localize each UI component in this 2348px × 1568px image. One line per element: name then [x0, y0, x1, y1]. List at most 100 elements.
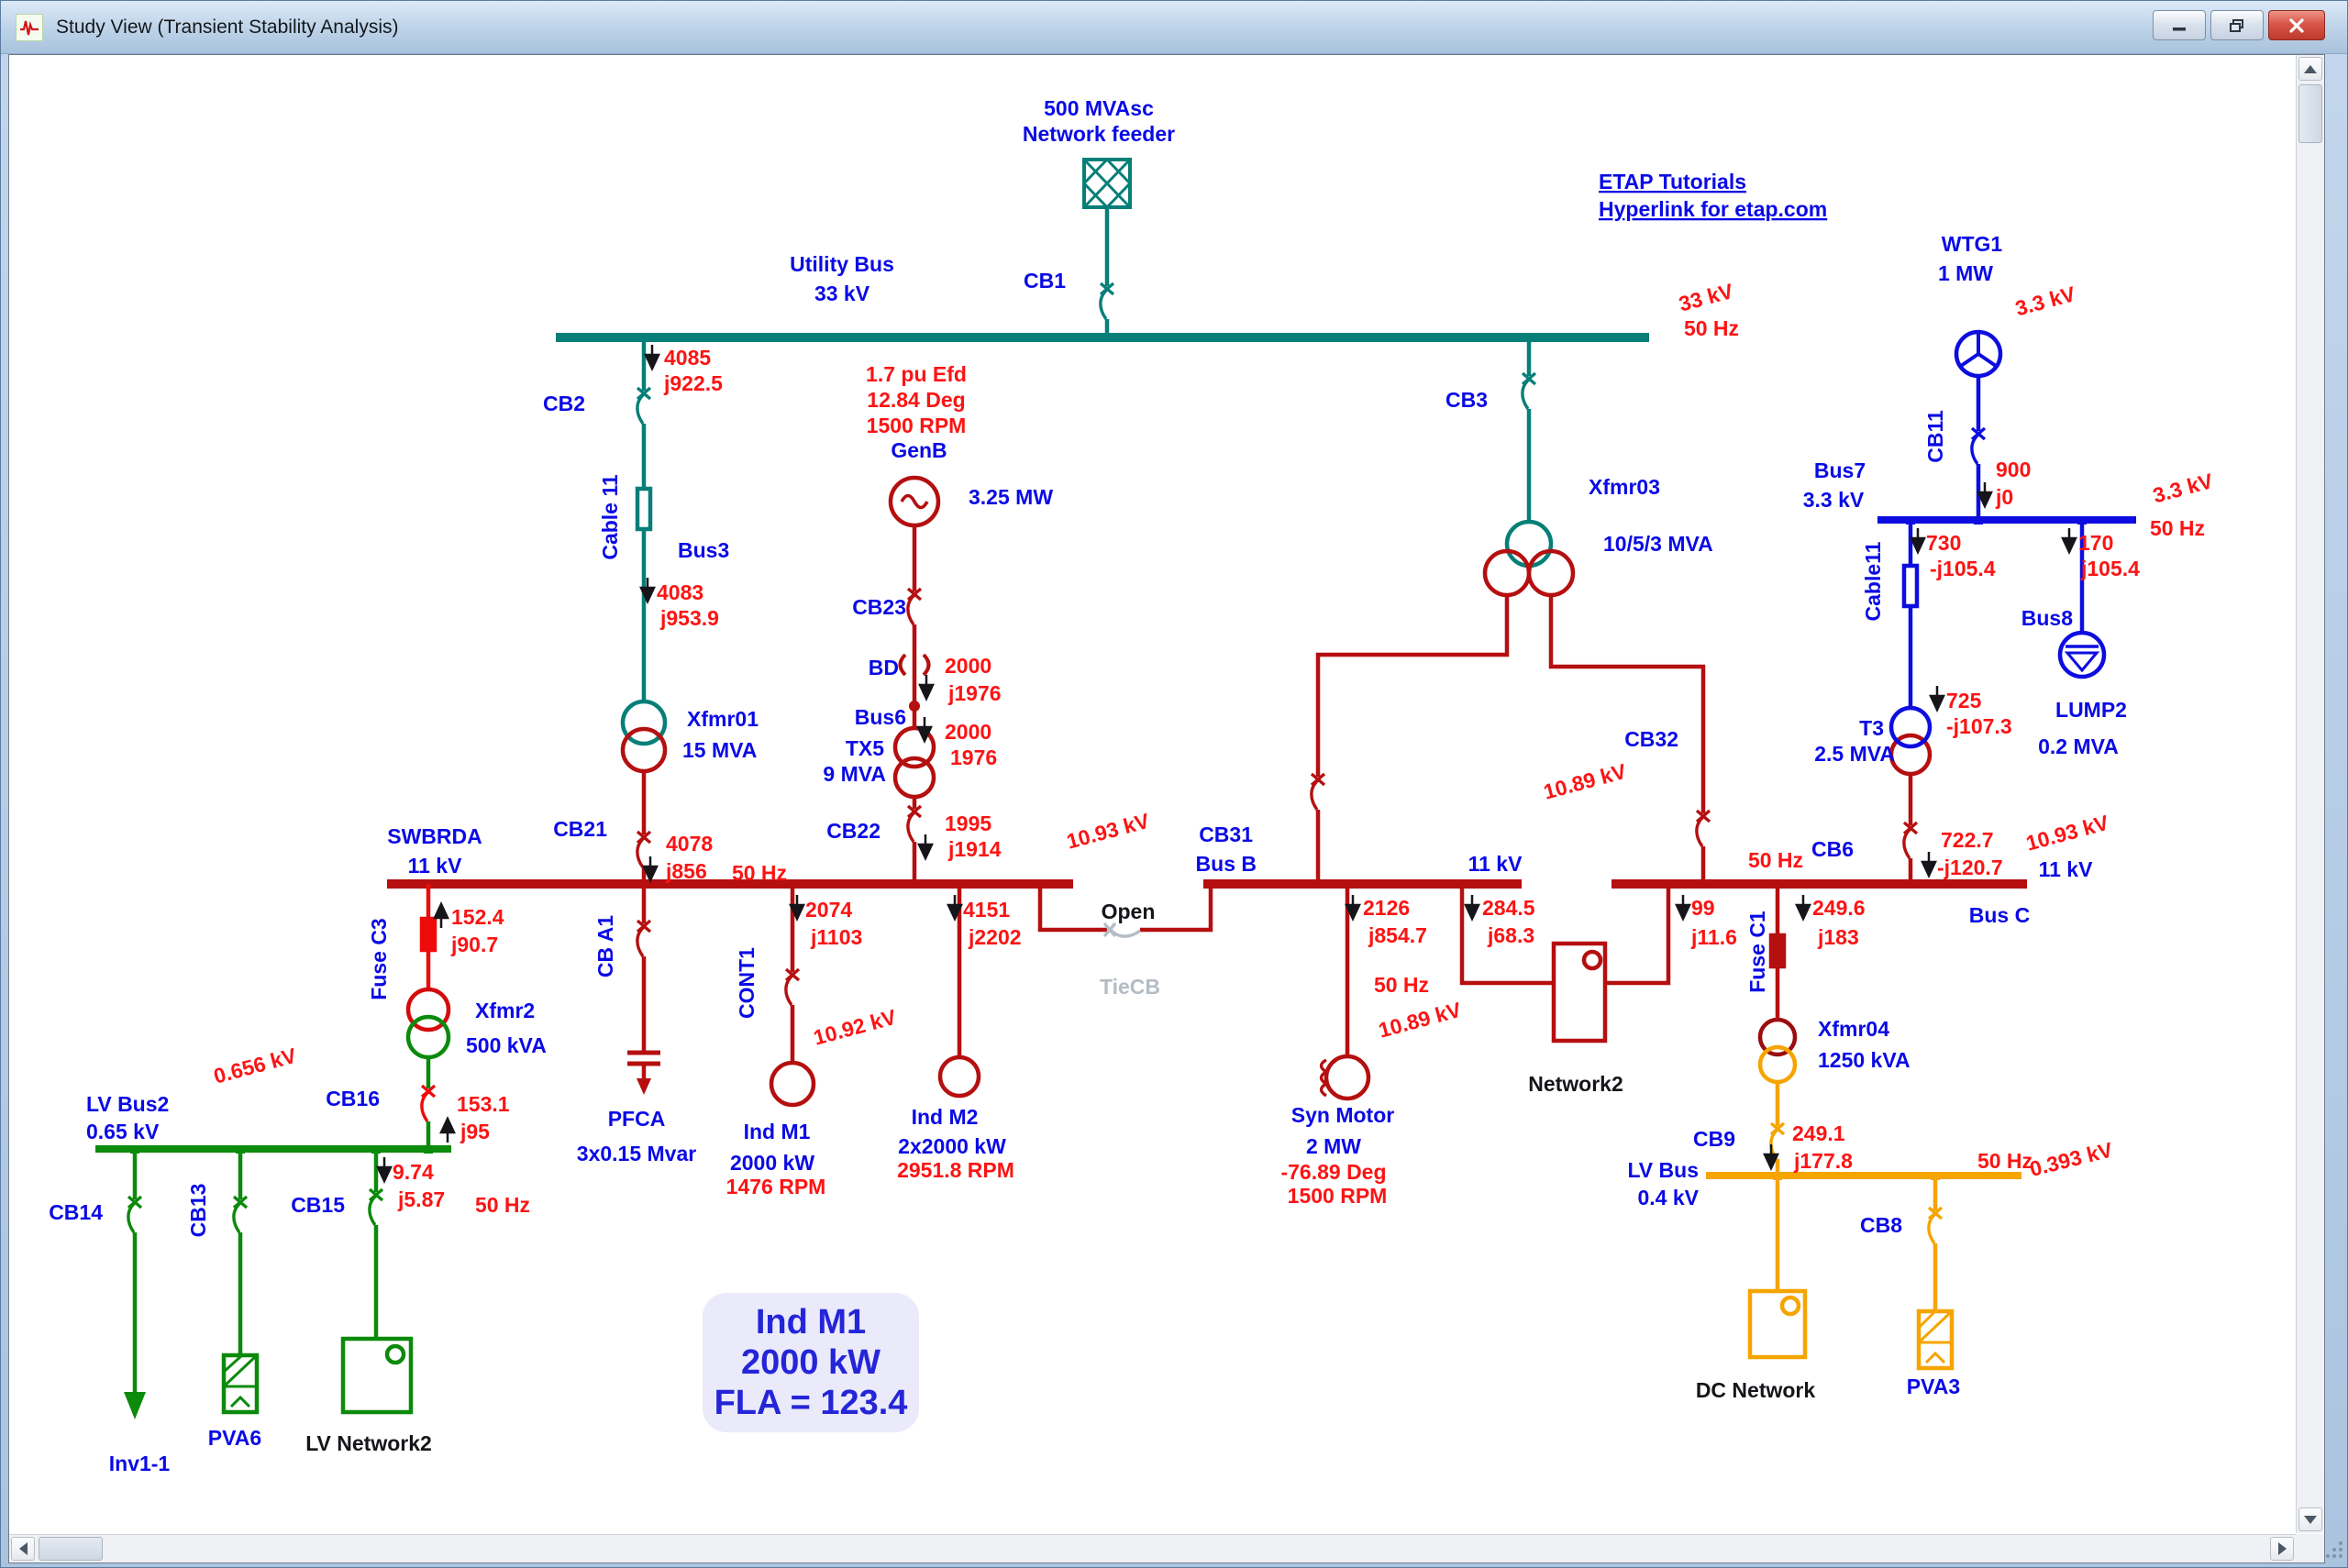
dc-network-branch[interactable] [1747, 1176, 1808, 1360]
network2-symbol[interactable] [1551, 941, 1608, 1043]
tx5-secondary-winding[interactable] [892, 756, 936, 800]
xfmr03-tertiary-winding[interactable] [1526, 548, 1576, 598]
indm2-branch[interactable] [937, 884, 981, 1099]
network2-branch[interactable] [1459, 884, 1671, 1043]
label-bus6-q: 1976 [950, 745, 997, 769]
cb6-breaker[interactable] [1904, 823, 1917, 858]
label-fusec3-p: 152.4 [451, 905, 504, 929]
cb23-breaker[interactable] [908, 589, 921, 624]
indm1-branch[interactable] [769, 884, 816, 1108]
indm1-info-box[interactable] [703, 1293, 919, 1432]
lv-network2-symbol[interactable] [340, 1336, 414, 1415]
tiecb-breaker-open[interactable] [1102, 922, 1142, 938]
xfmr2-secondary-winding[interactable] [405, 1014, 451, 1060]
label-tx5: TX5 [846, 736, 884, 760]
cb14-breaker[interactable] [128, 1197, 141, 1232]
label-cb3: CB3 [1445, 388, 1488, 412]
cb1-breaker[interactable] [1101, 283, 1113, 319]
label-link-etap-tutorials[interactable]: ETAP Tutorials [1599, 170, 1746, 193]
minimize-button[interactable] [2153, 10, 2206, 40]
label-cb1: CB1 [1024, 269, 1066, 293]
tie-branch[interactable] [1037, 884, 1213, 933]
syn-motor-branch[interactable] [1319, 884, 1371, 1101]
xfmr01-primary-winding[interactable] [620, 699, 668, 746]
cb2-breaker[interactable] [637, 388, 650, 424]
cb13-breaker[interactable] [234, 1197, 247, 1232]
vertical-scroll-thumb[interactable] [2298, 84, 2322, 143]
label-syn-motor: Syn Motor [1291, 1103, 1394, 1127]
genb-branch[interactable] [888, 475, 941, 884]
fusec1-symbol[interactable] [1768, 933, 1787, 969]
xfmr03-primary-winding[interactable] [1504, 519, 1554, 569]
motor-indm1-symbol[interactable] [769, 1060, 816, 1108]
lv-network2-branch[interactable] [340, 1149, 414, 1415]
lump2-load-symbol[interactable] [2057, 630, 2107, 679]
pv-array-pva6-symbol[interactable] [221, 1353, 260, 1415]
flow-arrow-down [639, 578, 656, 604]
label-t3-q: -j107.3 [1946, 714, 2012, 738]
pva6-branch[interactable] [221, 1149, 260, 1415]
fusec3-symbol[interactable] [419, 916, 437, 953]
cb31-line[interactable] [1315, 595, 1510, 884]
label-xfmr03-kv: 10.89 kV [1541, 759, 1629, 804]
title-bar[interactable]: Study View (Transient Stability Analysis… [1, 1, 2347, 54]
bus6-node[interactable] [909, 701, 920, 712]
pv-array-pva3-symbol[interactable] [1916, 1309, 1955, 1371]
label-busc-kv2: 10.93 kV [2023, 811, 2111, 856]
bd-bus-duct-symbol[interactable] [898, 653, 931, 677]
label-lvbus-hz: 50 Hz [1977, 1149, 2032, 1173]
scroll-right-button[interactable] [2270, 1537, 2294, 1561]
flow-arrow-down [1763, 1144, 1779, 1171]
cb3-breaker[interactable] [1523, 373, 1535, 409]
cb22-breaker[interactable] [908, 806, 921, 842]
tx5-primary-winding[interactable] [892, 725, 936, 769]
xfmr04-secondary-winding[interactable] [1757, 1044, 1798, 1085]
inv1-branch[interactable] [124, 1149, 146, 1419]
scroll-up-button[interactable] [2298, 57, 2322, 81]
xfmr04-primary-winding[interactable] [1757, 1017, 1798, 1057]
cba1-breaker[interactable] [637, 921, 650, 956]
lump2-branch[interactable] [2057, 520, 2107, 679]
resize-grip[interactable] [2324, 1540, 2344, 1564]
restore-button[interactable] [2210, 10, 2264, 40]
label-bus7-hz: 50 Hz [2150, 516, 2205, 540]
pfca-capacitor-symbol[interactable] [627, 1050, 660, 1066]
pva3-branch[interactable] [1916, 1176, 1955, 1371]
cb11-breaker[interactable] [1972, 428, 1985, 464]
horizontal-scroll-thumb[interactable] [39, 1537, 103, 1561]
pfca-branch[interactable] [627, 884, 660, 1095]
label-busb-kv: 11 kV [1468, 852, 1523, 876]
label-link-etap-hyperlink[interactable]: Hyperlink for etap.com [1599, 197, 1827, 221]
cb15-breaker[interactable] [370, 1189, 382, 1225]
cont1-contactor[interactable] [786, 969, 799, 1005]
xfmr2-primary-winding[interactable] [405, 987, 451, 1032]
vertical-scrollbar[interactable] [2296, 55, 2324, 1533]
cb16-breaker[interactable] [422, 1086, 435, 1121]
network-feeder-symbol[interactable] [1081, 157, 1133, 210]
cb32-line[interactable] [1548, 595, 1706, 884]
flow-arrow-down [789, 895, 805, 922]
cb8-breaker[interactable] [1929, 1208, 1942, 1243]
close-button[interactable] [2268, 10, 2325, 40]
cb31-breaker[interactable] [1312, 774, 1324, 810]
flow-arrow-down [1929, 686, 1945, 712]
scroll-left-button[interactable] [11, 1537, 35, 1561]
cable11-left-symbol[interactable] [635, 486, 653, 532]
xfmr01-secondary-winding[interactable] [620, 726, 668, 774]
t3-primary-winding[interactable] [1888, 705, 1933, 749]
motor-indm2-symbol[interactable] [937, 1055, 981, 1099]
cable11-right-symbol[interactable] [1901, 563, 1920, 609]
label-cb21-p: 4078 [666, 832, 713, 856]
xfmr03-secondary-winding[interactable] [1482, 548, 1532, 598]
horizontal-scrollbar[interactable] [9, 1534, 2296, 1562]
scroll-down-button[interactable] [2298, 1507, 2322, 1531]
label-cb21: CB21 [553, 817, 607, 841]
label-xfmr03-mva: 10/5/3 MVA [1603, 532, 1713, 556]
label-cb15: CB15 [291, 1193, 345, 1217]
cb32-breaker[interactable] [1697, 811, 1710, 846]
dc-network-symbol[interactable] [1747, 1288, 1808, 1360]
inverter-inv1-1-symbol[interactable] [124, 1392, 146, 1419]
wind-turbine-wtg1-symbol[interactable] [1954, 329, 2003, 379]
cb21-breaker[interactable] [637, 832, 650, 867]
syn-motor-symbol[interactable] [1324, 1054, 1371, 1101]
